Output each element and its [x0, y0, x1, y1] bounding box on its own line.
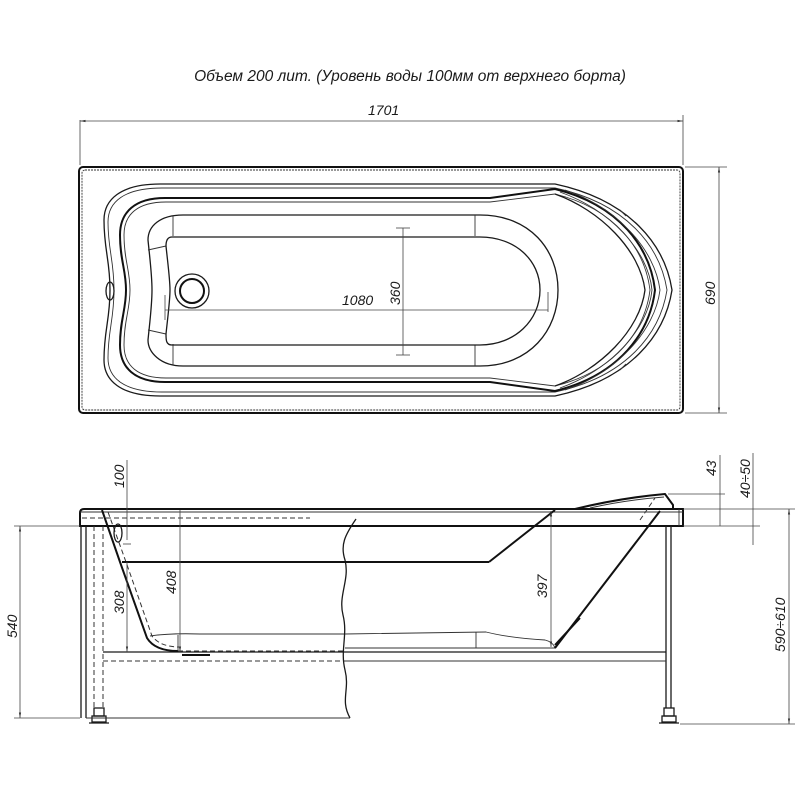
dim-label-690: 690: [702, 281, 718, 305]
side-view: 100 308 408 397 540 43: [4, 453, 795, 725]
break-line: [341, 518, 357, 719]
dim-label-397: 397: [534, 573, 550, 598]
basin-left-wall: [101, 509, 179, 652]
overflow-hole: [105, 281, 115, 301]
drawing-title: Объем 200 лит. (Уровень воды 100мм от ве…: [194, 68, 626, 85]
rim-contour-outer: [103, 183, 673, 397]
side-rim: [79, 508, 684, 527]
inner-floor: [165, 236, 541, 346]
dim-total-height-left: 540: [4, 525, 80, 719]
dim-label-43: 43: [703, 460, 719, 476]
dim-overall-length: 1701: [79, 102, 684, 165]
outer-rim: [78, 166, 684, 414]
dim-water-level: 100: [111, 460, 131, 545]
top-view: 1701: [78, 102, 727, 414]
dim-label-360: 360: [387, 281, 403, 305]
dim-label-540: 540: [4, 614, 20, 638]
dim-bottom-length: 1080: [164, 292, 549, 320]
dim-label-1080: 1080: [342, 292, 373, 308]
dim-drain-depth: 308: [111, 562, 129, 652]
headrest: [574, 492, 674, 510]
dim-label-40-50: 40÷50: [737, 459, 753, 498]
dim-label-408: 408: [163, 570, 179, 594]
inner-floor-outer: [147, 214, 559, 367]
drain-icon: [174, 273, 210, 309]
dim-label-100: 100: [111, 464, 127, 488]
basin-contour: [118, 187, 657, 393]
dim-overall-width: 690: [685, 166, 727, 414]
dim-rim-thickness: 40÷50: [683, 453, 760, 545]
dim-label-1701: 1701: [368, 102, 399, 118]
dim-leg-height: 590÷610: [680, 508, 795, 725]
dim-inner-depth-right: 397: [534, 511, 553, 647]
left-foot: [89, 707, 109, 724]
dim-headrest-height: 43: [668, 455, 725, 526]
dim-inner-depth-left: 408: [163, 510, 182, 652]
dim-label-308: 308: [111, 590, 127, 614]
dim-bottom-width: 360: [387, 227, 410, 356]
right-foot: [659, 707, 679, 724]
dim-label-590-610: 590÷610: [772, 597, 788, 652]
